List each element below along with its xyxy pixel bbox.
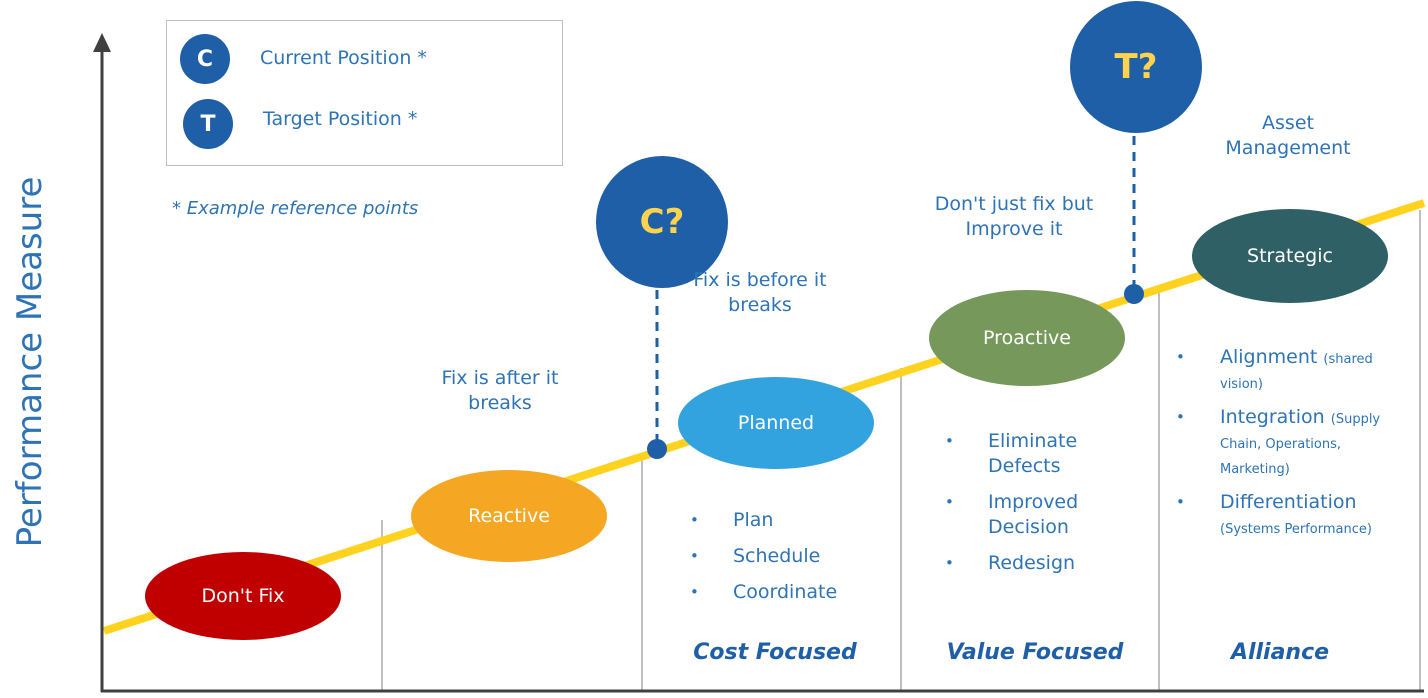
caption-proactive: Don't just fix but Improve it xyxy=(934,193,1094,240)
list-item: Alignment (shared vision) xyxy=(1174,345,1404,395)
level-label-strategic: Strategic xyxy=(1247,245,1333,267)
target-marker-dot xyxy=(1124,284,1144,304)
list-item: Integration (Supply Chain, Operations, M… xyxy=(1174,405,1404,480)
planned-bullet-list: Plan Schedule Coordinate xyxy=(685,508,885,616)
list-item: Differentiation (Systems Performance) xyxy=(1174,490,1404,540)
caption-strategic: Asset Management xyxy=(1225,112,1351,159)
list-item: Redesign xyxy=(940,551,1090,576)
current-position-label: C? xyxy=(639,202,685,242)
level-ellipse-strategic xyxy=(1192,209,1388,303)
legend-note: * Example reference points xyxy=(172,198,419,219)
proactive-bullet-list: Eliminate Defects Improved Decision Rede… xyxy=(940,429,1090,587)
bullet-main: Differentiation xyxy=(1220,491,1357,513)
bullet-main: Alignment xyxy=(1220,346,1318,368)
legend-target-symbol: T xyxy=(183,99,233,149)
list-item: Coordinate xyxy=(685,580,885,605)
level-ellipse-planned xyxy=(678,377,874,469)
stage-label-alliance: Alliance xyxy=(1230,640,1330,665)
list-item: Schedule xyxy=(685,544,885,569)
current-marker-dot xyxy=(647,439,667,459)
level-label-dont-fix: Don't Fix xyxy=(201,585,285,607)
level-label-planned: Planned xyxy=(737,412,815,434)
legend xyxy=(166,20,563,166)
bullet-main: Integration xyxy=(1220,406,1325,428)
level-ellipse-proactive xyxy=(929,290,1125,386)
target-position-circle xyxy=(1070,1,1202,133)
level-ellipse-dont-fix xyxy=(145,552,341,640)
target-position-label: T? xyxy=(1114,47,1158,87)
caption-reactive: Fix is after it breaks xyxy=(441,367,559,414)
bullet-note: (Supply Chain, Operations, Marketing) xyxy=(1220,412,1381,477)
legend-target-label: Target Position * xyxy=(263,108,418,130)
caption-planned: Fix is before it breaks xyxy=(693,269,827,316)
strategic-bullet-list: Alignment (shared vision) Integration (S… xyxy=(1174,345,1404,550)
bullet-note: (shared vision) xyxy=(1220,352,1373,392)
list-item: Eliminate Defects xyxy=(940,429,1090,479)
y-axis-arrow xyxy=(93,33,111,52)
bullet-note: (Systems Performance) xyxy=(1220,522,1372,537)
level-ellipse-reactive xyxy=(411,470,607,562)
stage-label-value-focused: Value Focused xyxy=(946,640,1124,665)
stage-label-cost-focused: Cost Focused xyxy=(693,640,857,665)
current-position-circle xyxy=(596,156,728,288)
legend-current-label: Current Position * xyxy=(260,47,427,69)
level-label-proactive: Proactive xyxy=(983,327,1071,349)
legend-current-symbol: C xyxy=(180,34,230,84)
list-item: Plan xyxy=(685,508,885,533)
level-label-reactive: Reactive xyxy=(468,505,550,527)
list-item: Improved Decision xyxy=(940,490,1090,540)
y-axis-label: Performance Measure xyxy=(10,176,50,548)
